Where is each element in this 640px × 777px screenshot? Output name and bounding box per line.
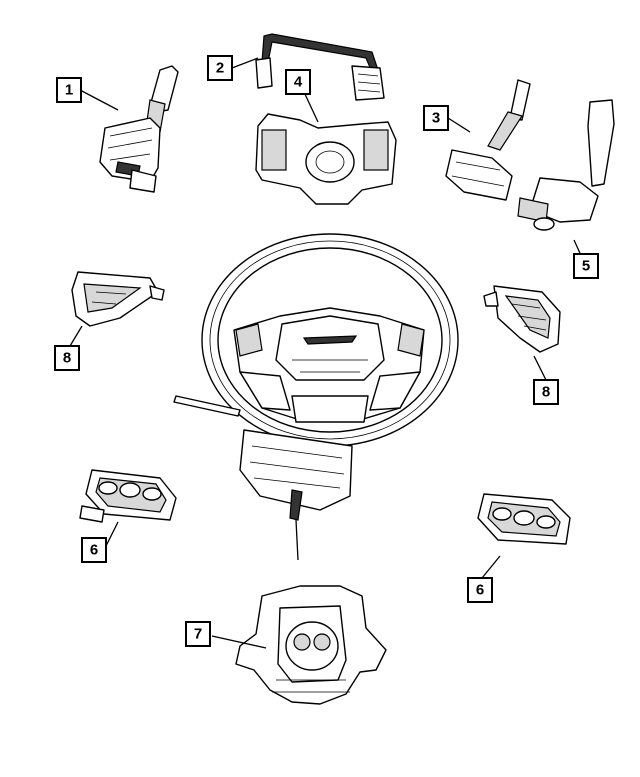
wiper-switch-part — [445, 79, 531, 201]
callout-6-left: 6 — [81, 537, 107, 563]
leader-line-8b — [533, 355, 547, 381]
callout-3: 3 — [423, 105, 449, 131]
svg-text:5: 5 — [582, 258, 590, 275]
wiring-harness-part — [255, 33, 385, 101]
svg-text:6: 6 — [90, 542, 98, 559]
leader-line-7 — [211, 635, 267, 649]
right-bezel-switch-part — [477, 493, 571, 545]
multifunction-switch-part — [99, 65, 179, 193]
left-wheel-switch-part — [71, 271, 165, 327]
callout-8-right: 8 — [533, 379, 559, 405]
column-lever-part — [517, 99, 615, 231]
leader-line-6a — [105, 521, 119, 547]
svg-text:8: 8 — [542, 384, 550, 401]
callout-2: 2 — [207, 55, 233, 81]
leader-line-2 — [231, 57, 259, 69]
svg-text:7: 7 — [194, 626, 202, 643]
leader-line-3 — [447, 117, 471, 133]
svg-text:6: 6 — [476, 582, 484, 599]
svg-text:1: 1 — [65, 82, 73, 99]
right-wheel-switch-part — [483, 285, 561, 353]
leader-line-4 — [303, 91, 319, 123]
callout-8-left: 8 — [54, 345, 80, 371]
callout-7: 7 — [185, 621, 211, 647]
airbag-module-part — [235, 585, 387, 705]
leader-line-8a — [69, 325, 83, 347]
callout-5: 5 — [573, 253, 599, 279]
left-bezel-switch-part — [79, 469, 177, 523]
svg-text:4: 4 — [294, 74, 303, 91]
svg-text:2: 2 — [216, 60, 224, 77]
callout-1: 1 — [56, 77, 82, 103]
clockspring-part — [255, 113, 397, 205]
leader-line-1 — [79, 89, 119, 111]
svg-text:8: 8 — [63, 350, 71, 367]
callout-6-right: 6 — [467, 577, 493, 603]
callout-4: 4 — [285, 69, 311, 95]
steering-wheel-part — [173, 233, 459, 561]
svg-text:3: 3 — [432, 110, 440, 127]
leader-line-6b — [481, 555, 501, 579]
